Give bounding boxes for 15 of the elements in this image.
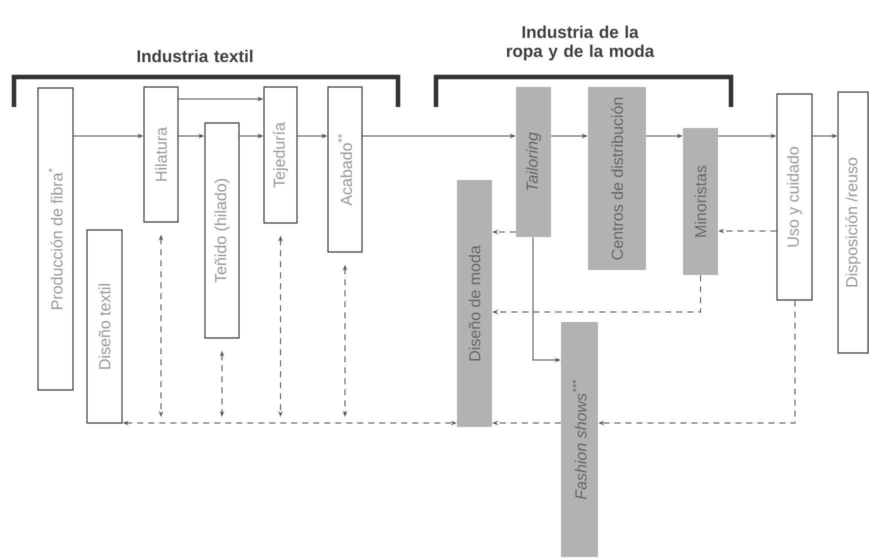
process-box: Diseño textil bbox=[86, 229, 123, 424]
process-box: Producción de fibra$^{*}$ bbox=[37, 87, 74, 391]
section-heading: Industria de la ropa y de la moda bbox=[506, 26, 654, 60]
shaded-box: Diseño de moda bbox=[457, 180, 492, 427]
shaded-box: Centros de distribución bbox=[588, 87, 646, 270]
section-heading: Industria textil bbox=[138, 50, 252, 62]
process-box: Teñido (hilado) bbox=[204, 122, 240, 339]
shaded-box: Minoristas bbox=[683, 128, 718, 275]
shaded-box: Fashion shows$^{***}$ bbox=[561, 322, 598, 557]
process-box: Disposición /reuso bbox=[837, 91, 869, 354]
process-box: Hilatura bbox=[143, 86, 179, 223]
process-box: Tejeduría bbox=[263, 86, 298, 224]
process-box: Uso y cuidado bbox=[776, 93, 813, 301]
process-box: Acabado$^{**}$ bbox=[327, 86, 363, 253]
shaded-box: Tailoring bbox=[516, 87, 551, 237]
